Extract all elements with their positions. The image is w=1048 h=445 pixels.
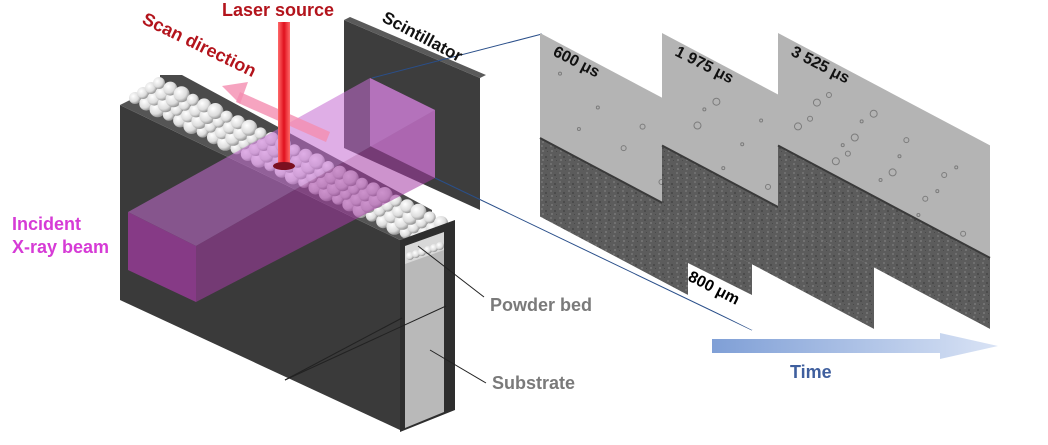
substrate-leader	[429, 349, 487, 384]
radiograph-frame	[661, 33, 875, 329]
powder-bed-label: Powder bed	[490, 295, 592, 315]
projection-line-top	[371, 33, 543, 79]
time-arrow	[712, 333, 998, 359]
substrate-label: Substrate	[492, 373, 575, 393]
scintillator-edge	[344, 17, 486, 78]
incident-label-line2: X-ray beam	[12, 237, 109, 257]
radiograph-frame	[777, 33, 991, 329]
side-powder-particles	[406, 242, 444, 260]
time-label: Time	[790, 362, 832, 382]
xray-beam-side	[196, 110, 435, 302]
xray-beam-exit-face	[370, 78, 435, 178]
substrate-cross-section	[405, 238, 444, 428]
powder-bed-leader	[417, 245, 485, 298]
laser-source-label: Laser source	[222, 0, 334, 20]
incident-label-line1: Incident	[12, 214, 81, 234]
substrate-leader-a	[284, 317, 403, 381]
substrate-leader-b	[284, 305, 447, 381]
melt-pool	[273, 162, 295, 170]
xray-beam-front	[128, 212, 196, 302]
laser-beam	[278, 22, 290, 164]
projection-line-bottom	[434, 177, 753, 331]
